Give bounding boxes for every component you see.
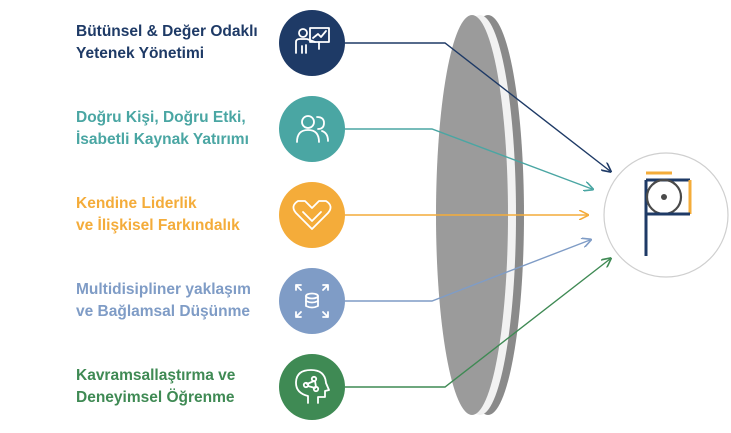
arrow-1 (345, 42, 610, 171)
people-icon (296, 115, 329, 143)
item-label-line2: İsabetli Kaynak Yatırımı (76, 131, 249, 148)
heart-outline-icon (292, 200, 332, 230)
icon-circle-1 (279, 10, 345, 76)
item-label-line2: Deneyimsel Öğrenme (76, 389, 235, 406)
item-label-line2: ve İlişkisel Farkındalık (76, 217, 240, 234)
item-label-line1: Multidisipliner yaklaşım (76, 281, 251, 298)
item-label-2: Doğru Kişi, Doğru Etki, İsabetli Kaynak Y… (76, 107, 291, 151)
icon-circles (279, 10, 345, 420)
head-network-icon (295, 369, 330, 404)
item-label-5: Kavramsallaştırma ve Deneyimsel Öğrenme (76, 365, 291, 409)
icon-circle-2 (279, 96, 345, 162)
presentation-teacher-icon (295, 27, 330, 54)
item-label-line2: ve Bağlamsal Düşünme (76, 303, 251, 320)
icon-circle-4 (279, 268, 345, 334)
arrow-4 (345, 240, 590, 302)
arrows (345, 42, 610, 388)
data-expand-icon (295, 284, 329, 318)
logo-badge (603, 152, 729, 278)
item-label-line1: Kendine Liderlik (76, 195, 197, 212)
item-label-line2: Yetenek Yönetimi (76, 45, 205, 62)
arrow-5 (345, 259, 610, 388)
item-label-4: Multidisipliner yaklaşım ve Bağlamsal Düş… (76, 279, 291, 323)
logo-mark-icon (644, 171, 692, 256)
item-label-line1: Doğru Kişi, Doğru Etki, (76, 109, 246, 126)
item-label-line1: Kavramsallaştırma ve (76, 367, 236, 384)
icon-circle-3 (279, 182, 345, 248)
arrow-2 (345, 128, 592, 189)
item-label-3: Kendine Liderlik ve İlişkisel Farkındalık (76, 193, 291, 237)
icon-circle-5 (279, 354, 345, 420)
item-label-line1: Bütünsel & Değer Odaklı (76, 23, 258, 40)
